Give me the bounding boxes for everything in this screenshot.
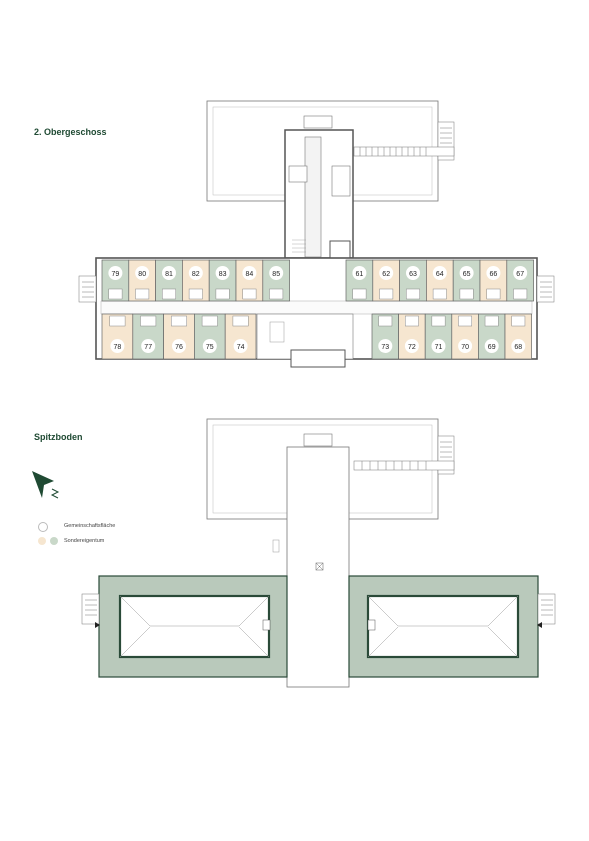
unit-85: 85 xyxy=(262,259,290,302)
unit-badge xyxy=(404,339,419,353)
unit-number: 79 xyxy=(112,271,120,278)
unit-number: 81 xyxy=(165,271,173,278)
unit-number: 73 xyxy=(381,344,389,351)
unit-78: 78 xyxy=(101,313,134,360)
attic-center-block xyxy=(286,446,350,688)
unit-73: 73 xyxy=(371,313,399,360)
section-title-spitzboden: Spitzboden xyxy=(34,432,83,442)
unit-number: 68 xyxy=(514,344,522,351)
unit-badge xyxy=(406,266,420,280)
unit-badge xyxy=(431,339,446,353)
balcony-south xyxy=(290,349,346,368)
unit-badge xyxy=(215,266,230,280)
unit-number: 76 xyxy=(175,344,183,351)
unit-79: 79 xyxy=(101,259,130,302)
legend-swatch-private-sage xyxy=(50,537,58,545)
unit-number: 69 xyxy=(488,344,496,351)
unit-badge xyxy=(108,266,123,280)
unit-badge xyxy=(162,266,176,280)
unit-number: 75 xyxy=(206,344,214,351)
unit-69: 69 xyxy=(478,313,506,360)
unit-number: 85 xyxy=(272,271,280,278)
unit-badge xyxy=(269,266,284,280)
unit-63: 63 xyxy=(399,259,427,302)
exterior-stair-attic xyxy=(353,435,455,475)
unit-76: 76 xyxy=(163,313,195,360)
unit-62: 62 xyxy=(372,259,400,302)
unit-badge xyxy=(378,339,393,353)
unit-number: 82 xyxy=(192,271,200,278)
unit-badge xyxy=(352,266,367,280)
unit-badge xyxy=(135,266,150,280)
north-arrow-icon xyxy=(32,471,60,499)
unit-82: 82 xyxy=(182,259,210,302)
unit-number: 66 xyxy=(490,271,498,278)
unit-number: 61 xyxy=(356,271,364,278)
legend-label-common: Gemeinschaftsfläche xyxy=(64,523,116,529)
legend-swatch-private-cream xyxy=(38,537,46,545)
exterior-stair-west xyxy=(78,275,97,303)
legend-label-private: Sondereigentum xyxy=(64,538,105,544)
unit-badge xyxy=(242,266,257,280)
unit-badge xyxy=(459,266,474,280)
exterior-stair-upper xyxy=(353,121,455,161)
unit-72: 72 xyxy=(398,313,426,360)
unit-number: 64 xyxy=(436,271,444,278)
exterior-stair-east xyxy=(536,275,555,303)
unit-number: 84 xyxy=(246,271,254,278)
unit-61: 61 xyxy=(345,259,374,302)
unit-badge xyxy=(513,266,528,280)
unit-74: 74 xyxy=(224,313,257,360)
unit-67: 67 xyxy=(506,259,534,302)
unit-84: 84 xyxy=(235,259,264,302)
unit-badge xyxy=(172,339,186,353)
unit-badge xyxy=(141,339,156,353)
unit-badge xyxy=(188,266,203,280)
unit-71: 71 xyxy=(424,313,453,360)
unit-number: 63 xyxy=(409,271,417,278)
unit-badge xyxy=(233,339,248,353)
unit-badge xyxy=(484,339,499,353)
unit-badge xyxy=(202,339,217,353)
unit-number: 74 xyxy=(237,344,245,351)
unit-badge xyxy=(379,266,394,280)
unit-number: 71 xyxy=(435,344,443,351)
unit-number: 72 xyxy=(408,344,416,351)
unit-68: 68 xyxy=(504,313,532,360)
unit-77: 77 xyxy=(132,313,164,360)
unit-83: 83 xyxy=(208,259,237,302)
unit-badge xyxy=(432,266,447,280)
unit-70: 70 xyxy=(451,313,479,360)
unit-number: 62 xyxy=(382,271,390,278)
unit-badge xyxy=(486,266,501,280)
arrow-right-icon xyxy=(95,622,100,628)
unit-badge xyxy=(511,339,526,353)
unit-number: 80 xyxy=(138,271,146,278)
legend-swatch-common xyxy=(38,522,48,532)
unit-number: 70 xyxy=(461,344,469,351)
unit-64: 64 xyxy=(426,259,454,302)
unit-badge xyxy=(458,339,473,353)
unit-81: 81 xyxy=(155,259,183,302)
arrow-left-icon xyxy=(537,622,542,628)
unit-number: 77 xyxy=(144,344,152,351)
unit-75: 75 xyxy=(194,313,226,360)
unit-66: 66 xyxy=(479,259,508,302)
unit-number: 78 xyxy=(114,344,122,351)
section-title-obergeschoss: 2. Obergeschoss xyxy=(34,127,107,137)
unit-badge xyxy=(110,339,125,353)
unit-number: 83 xyxy=(219,271,227,278)
unit-number: 67 xyxy=(516,271,524,278)
unit-65: 65 xyxy=(452,259,481,302)
unit-number: 65 xyxy=(463,271,471,278)
unit-80: 80 xyxy=(128,259,156,302)
